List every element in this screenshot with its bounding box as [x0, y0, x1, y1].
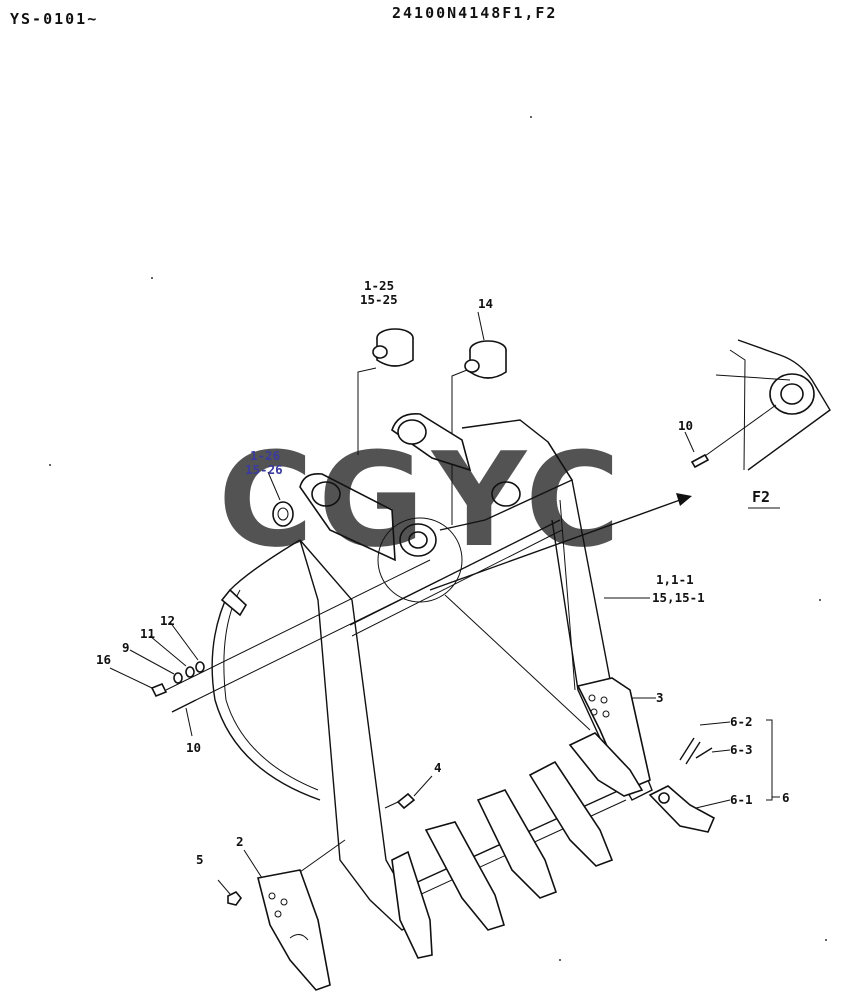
callout-label: 10: [186, 740, 201, 755]
bushing-1-26: [272, 501, 294, 527]
callout-label: 9: [122, 640, 130, 655]
callout-label: 4: [434, 760, 442, 775]
callout-label: 15-26: [245, 462, 283, 477]
callout-label: 2: [236, 834, 244, 849]
serial-range: YS-0101~: [10, 10, 98, 28]
bucket-teeth: [391, 732, 644, 959]
callout-label: 10: [678, 418, 693, 433]
pin-hardware: [150, 559, 441, 713]
callout-label: 3: [656, 690, 664, 705]
callout-label: 16: [96, 652, 111, 667]
bolt-4: [396, 792, 416, 810]
watermark-letter: C: [525, 424, 620, 576]
callout-label: 14: [478, 296, 493, 311]
watermark-letter: C: [218, 424, 313, 576]
callout-label: 6-1: [730, 792, 753, 807]
callout-label: 15,15-1: [652, 590, 705, 605]
callout-label: 11: [140, 626, 155, 641]
bushing-14: [464, 340, 507, 379]
bushing-1-25: [372, 328, 414, 367]
detail-f2: [690, 339, 831, 471]
callout-label: 12: [160, 613, 175, 628]
watermark-letter: Y: [430, 424, 528, 576]
watermark-logo: C G Y C: [218, 424, 620, 576]
detail-label-f2: F2: [752, 488, 770, 506]
callout-label: 5: [196, 852, 204, 867]
callout-label: 1-25: [364, 278, 394, 293]
leader-bushing-14: [451, 369, 468, 525]
callout-label: 15-25: [360, 292, 398, 307]
tooth-set-6: [648, 737, 716, 833]
watermark-letter: G: [318, 424, 425, 576]
scan-specks: [49, 116, 827, 961]
callout-label: 6-3: [730, 742, 753, 757]
nut-5: [227, 891, 243, 906]
callout-label: 1,1-1: [656, 572, 694, 587]
side-cutter-2: [257, 869, 331, 991]
callout-label: 1-26: [250, 448, 280, 463]
callout-label: 6: [782, 790, 790, 805]
callout-label: 6-2: [730, 714, 753, 729]
side-cutter-3: [576, 677, 651, 792]
part-number: 24100N4148F1,F2: [392, 4, 557, 22]
leader-bushing-1-25: [357, 367, 377, 455]
